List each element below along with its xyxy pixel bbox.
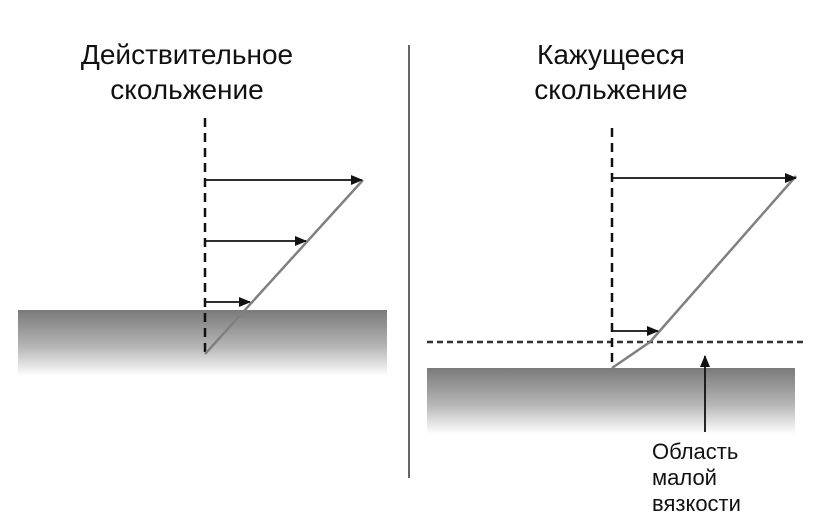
- left-title-line2: скольжение: [110, 74, 263, 105]
- left-title-line1: Действительное: [81, 39, 293, 70]
- right-wall: [427, 368, 795, 434]
- left-panel: Действительное скольжение: [18, 39, 387, 376]
- annotation-line2: малой: [652, 465, 717, 490]
- right-title-line1: Кажущееся: [537, 39, 685, 70]
- annotation-line3: вязкости: [652, 491, 741, 516]
- left-wall: [18, 310, 387, 376]
- right-title-line2: скольжение: [534, 74, 687, 105]
- right-profile-low-viscosity: [611, 340, 651, 370]
- right-panel: Кажущееся скольжение Область малой вязко…: [427, 39, 805, 516]
- annotation-line1: Область: [652, 439, 738, 464]
- left-velocity-profile: [204, 179, 364, 355]
- right-profile-bulk: [649, 175, 797, 343]
